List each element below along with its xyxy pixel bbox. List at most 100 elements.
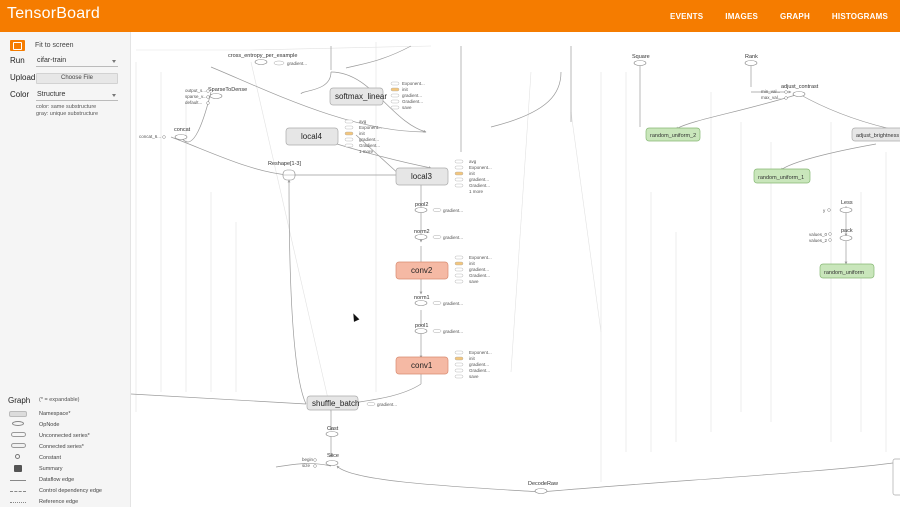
color-note-same: color: same substructure	[36, 104, 97, 110]
brand-title[interactable]: TensorBoard	[7, 5, 100, 22]
graph-legend-title: Graph	[8, 396, 31, 405]
op-square[interactable]: Square	[632, 54, 650, 66]
tab-histograms[interactable]: HISTOGRAMS	[831, 11, 888, 21]
namespace-conv2[interactable]: conv2 Exponent... init gradient... Gradi…	[395, 255, 492, 284]
op-label: min_val...	[761, 89, 780, 94]
choose-file-button[interactable]: Choose File	[36, 73, 118, 84]
op-label: values_2	[809, 238, 828, 243]
series-label: Exponent...	[469, 350, 492, 355]
namespace-label: random_uniform	[824, 270, 864, 276]
chevron-down-icon	[112, 94, 116, 97]
reference-edge-icon	[10, 501, 26, 503]
op-pool1[interactable]: pool1 gradient...	[414, 323, 463, 334]
op-label: concat_6...	[139, 134, 161, 139]
namespace-shuffle-batch[interactable]: shuffle_batch gradient...	[306, 395, 397, 411]
namespace-random-uniform-2[interactable]: random_uniform_2	[645, 127, 701, 142]
op-rank[interactable]: Rank	[744, 54, 758, 66]
op-decode-raw[interactable]: DecodeRaw	[528, 481, 558, 494]
series-label: Gradient...	[469, 183, 490, 188]
color-select-value: Structure	[37, 91, 66, 98]
graph-canvas[interactable]: cross_entropy_per_example gradient... Sp…	[131, 32, 900, 507]
op-pack[interactable]: pack values_0 values_2	[809, 228, 853, 243]
namespace-random-uniform[interactable]: random_uniform	[819, 263, 875, 279]
op-label: Reshape[1-3]	[268, 161, 301, 167]
op-label: pool2	[415, 202, 428, 208]
namespace-softmax-linear[interactable]: softmax_linear Exponent... init gradient…	[329, 81, 425, 110]
namespace-label: adjust_brightness	[856, 133, 899, 139]
tab-events[interactable]: EVENTS	[670, 11, 704, 21]
op-label: Slice	[327, 453, 339, 459]
op-reshape[interactable]: Reshape[1-3]	[268, 161, 301, 181]
op-norm2[interactable]: norm2 gradient...	[414, 229, 463, 240]
series-list: Exponent... init gradient... Gradient...…	[454, 255, 492, 284]
chevron-down-icon	[112, 60, 116, 63]
op-label: SparseToDense	[208, 87, 247, 93]
series-label: 1 more	[359, 149, 374, 154]
legend-control-edge: Control dependency edge	[9, 486, 102, 496]
op-cast[interactable]: Cast	[325, 426, 339, 437]
namespace-label: local4	[301, 132, 322, 141]
namespace-random-uniform-1[interactable]: random_uniform_1	[753, 168, 811, 184]
op-cross-entropy[interactable]: cross_entropy_per_example gradient...	[228, 53, 307, 66]
op-label: Cast	[327, 426, 339, 432]
namespace-conv1[interactable]: conv1 Exponent... init gradient... Gradi…	[395, 350, 492, 379]
tab-images[interactable]: IMAGES	[725, 11, 759, 21]
color-select[interactable]: Structure	[36, 90, 118, 101]
opnode-icon	[12, 420, 24, 426]
namespace-label: softmax_linear	[335, 92, 387, 101]
fit-to-screen-button[interactable]: Fit to screen	[10, 39, 74, 51]
series-label: Gradient...	[469, 368, 490, 373]
op-sparse-to-dense[interactable]: SparseToDense output_s... sparse_v... de…	[185, 87, 247, 105]
legend-connected-series: Connected series*	[9, 442, 84, 452]
series-label: gradient...	[359, 137, 379, 142]
color-label: Color	[10, 90, 30, 99]
op-label: Less	[841, 200, 853, 206]
op-label: Square	[632, 54, 650, 60]
series-label: gradient...	[402, 93, 422, 98]
op-label: sparse_v...	[185, 94, 207, 99]
dataflow-edge-icon	[10, 479, 26, 481]
namespace-label: local3	[411, 172, 432, 181]
legend-opnode: OpNode	[9, 420, 60, 430]
op-label: max_val...	[761, 95, 782, 100]
namespace-adjust-brightness[interactable]: adjust_brightness	[851, 127, 900, 142]
op-label: gradient...	[443, 235, 463, 240]
op-adjust-contrast[interactable]: adjust_contrast min_val... max_val...	[761, 84, 819, 100]
namespace-local4[interactable]: local4 avg Exponent... init gradient... …	[285, 119, 382, 154]
legend-constant: Constant	[9, 453, 61, 463]
op-norm1[interactable]: norm1 gradient...	[414, 295, 463, 306]
namespace-local3[interactable]: local3 avg Exponent... init gradient... …	[395, 159, 492, 194]
series-list: Exponent... init gradient... Gradient...…	[454, 350, 492, 379]
clipped-node[interactable]	[892, 458, 900, 496]
namespace-label: conv1	[411, 361, 433, 370]
series-label: init	[469, 356, 476, 361]
op-pool2[interactable]: pool2 gradient...	[414, 202, 463, 213]
tab-graph[interactable]: GRAPH	[780, 11, 810, 21]
graph-svg[interactable]: cross_entropy_per_example gradient... Sp…	[131, 32, 900, 507]
op-label: gradient...	[443, 329, 463, 334]
series-label: save	[469, 374, 479, 379]
op-concat[interactable]: concat concat_6...	[139, 127, 191, 140]
series-label: init	[359, 131, 366, 136]
op-slice[interactable]: Slice begin size	[302, 453, 339, 468]
constant-icon	[15, 453, 20, 459]
legend-label: Reference edge	[39, 499, 79, 505]
series-list: avg Exponent... init gradient... Gradien…	[454, 159, 492, 194]
unconnected-series-icon	[11, 431, 26, 437]
legend-label: Control dependency edge	[39, 488, 102, 494]
series-label: gradient...	[469, 177, 489, 182]
legend-label: Connected series*	[39, 444, 84, 450]
series-label: Exponent...	[402, 81, 425, 86]
op-label: values_0	[809, 232, 828, 237]
run-select[interactable]: cifar-train	[36, 56, 118, 67]
series-label: save	[469, 279, 479, 284]
series-label: save	[402, 105, 412, 110]
namespace-icon	[9, 410, 27, 417]
legend-dataflow-edge: Dataflow edge	[9, 475, 74, 485]
namespace-label: shuffle_batch	[312, 399, 359, 408]
namespace-label: random_uniform_2	[650, 133, 696, 139]
op-less[interactable]: Less y	[823, 200, 853, 213]
namespace-label: conv2	[411, 266, 433, 275]
background-edges	[135, 42, 887, 482]
op-label: gradient...	[443, 301, 463, 306]
